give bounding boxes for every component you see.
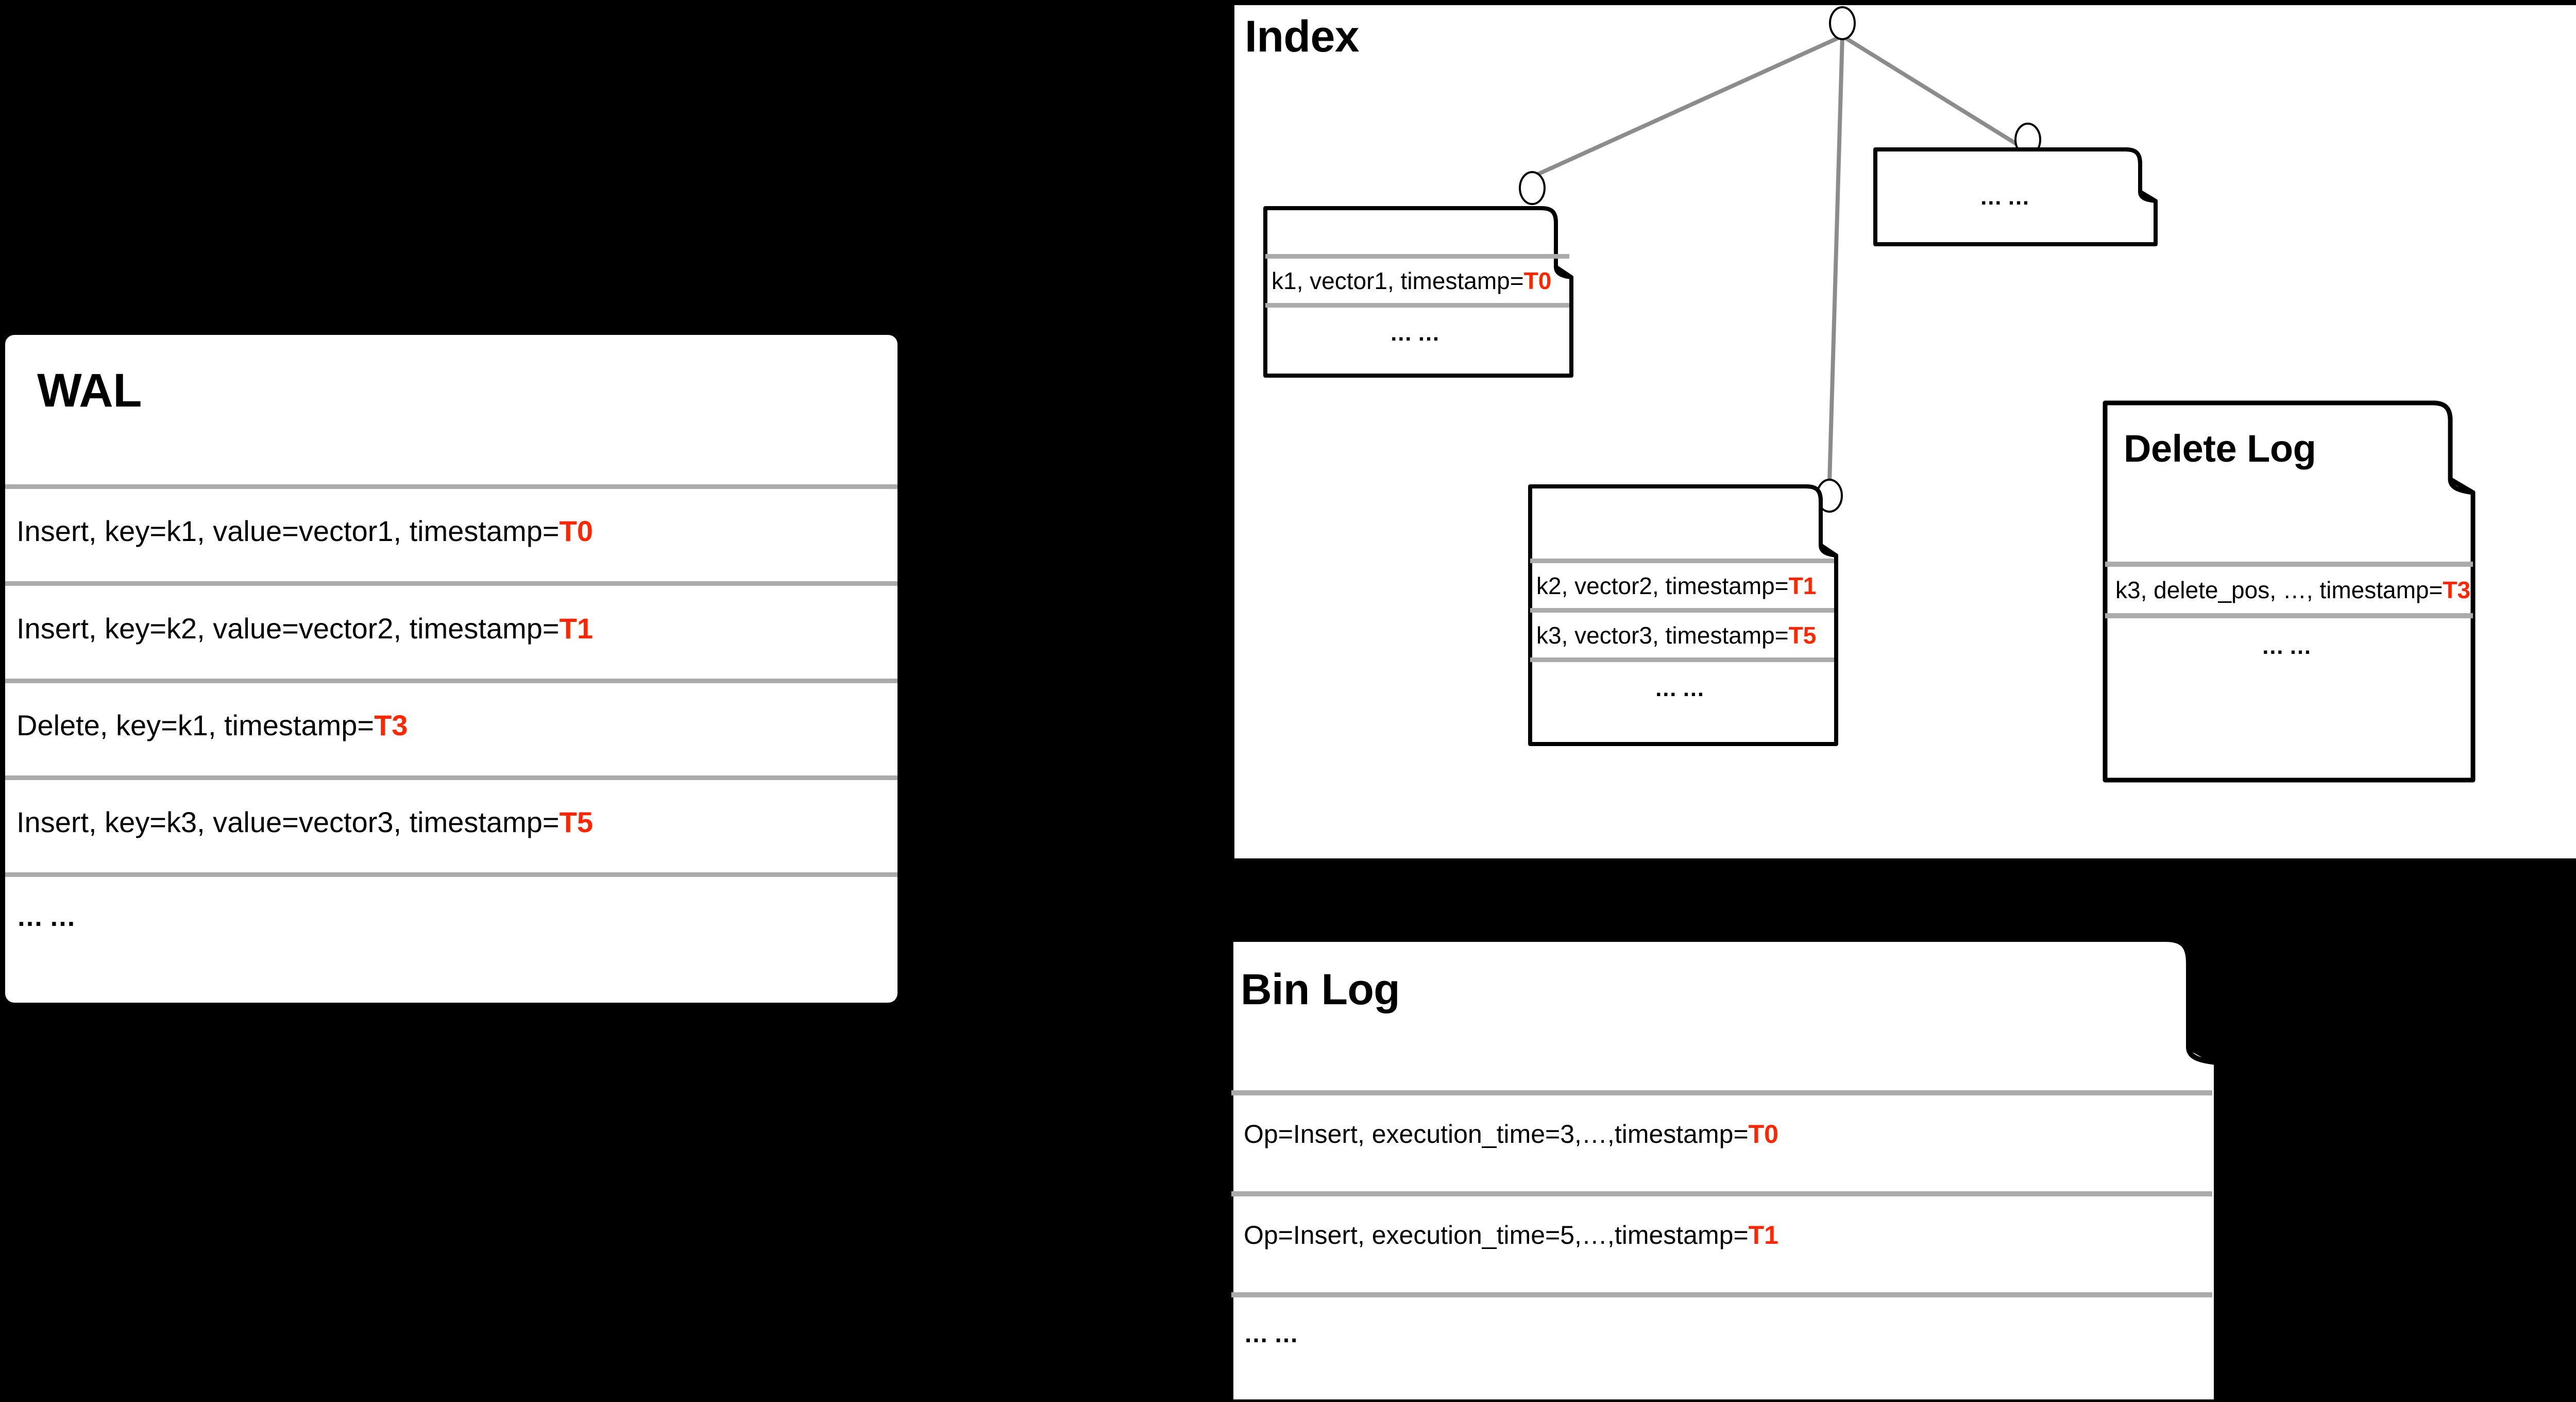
bin-log-row: Op=Insert, execution_time=5,…,timestamp=… — [1244, 1220, 1778, 1250]
wal-row-timestamp: T1 — [559, 612, 593, 645]
delete-log-row-separator — [2105, 562, 2473, 567]
leaf-row-label: k3, vector3, timestamp= — [1536, 622, 1789, 649]
wal-row-timestamp: T5 — [559, 806, 593, 838]
wal-row-separator — [5, 775, 897, 780]
tree-edge-right — [1841, 34, 2029, 153]
leaf-row-label: k2, vector2, timestamp= — [1536, 572, 1789, 599]
delete-log-row-separator — [2105, 613, 2473, 618]
leaf-row: k1, vector1, timestamp=T0 — [1272, 267, 1551, 295]
leaf-row-separator — [1530, 608, 1834, 613]
wal-row-label: Insert, key=k2, value=vector2, timestamp… — [16, 612, 560, 645]
wal-row-separator — [5, 872, 897, 877]
tree-edge-middle — [1827, 36, 1844, 482]
wal-row-label: Insert, key=k3, value=vector3, timestamp… — [16, 806, 560, 838]
leaf-row-label: k1, vector1, timestamp= — [1272, 267, 1524, 294]
delete-log-row-timestamp: T3 — [2443, 577, 2471, 603]
index-title: Index — [1245, 12, 1360, 61]
wal-panel: WAL Insert, key=k1, value=vector1, times… — [5, 335, 897, 1003]
bin-log-row-separator — [1231, 1090, 2212, 1095]
tree-node-left — [1519, 171, 1546, 205]
wal-row: Delete, key=k1, timestamp=T3 — [16, 708, 408, 742]
bin-log-panel: Bin Log Op=Insert, execution_time=3,…,ti… — [1228, 937, 2219, 1402]
leaf-row-ellipsis: …… — [1389, 320, 1445, 346]
bin-log-row-timestamp: T0 — [1748, 1120, 1778, 1148]
leaf-row-separator — [1265, 254, 1569, 259]
bin-log-row-label: Op=Insert, execution_time=3,…,timestamp= — [1244, 1120, 1749, 1148]
tree-edge-left — [1531, 34, 1843, 179]
delete-log-panel: Delete Log k3, delete_pos, …, timestamp=… — [2103, 400, 2476, 783]
leaf-row-separator — [1265, 303, 1569, 308]
wal-row: Insert, key=k2, value=vector2, timestamp… — [16, 612, 593, 645]
delete-log-row-label: k3, delete_pos, …, timestamp= — [2115, 577, 2443, 603]
index-leaf-ellipsis: …… — [1873, 147, 2158, 246]
tree-node-root — [1829, 6, 1856, 40]
index-leaf-k2-k3: k2, vector2, timestamp=T1 k3, vector3, t… — [1528, 484, 1838, 746]
wal-row-ellipsis: …… — [16, 902, 82, 932]
bin-log-row-label: Op=Insert, execution_time=5,…,timestamp= — [1244, 1221, 1749, 1249]
document-shape — [1263, 206, 1573, 378]
leaf-row-separator — [1530, 559, 1834, 563]
leaf-row: k3, vector3, timestamp=T5 — [1536, 621, 1816, 649]
wal-row: Insert, key=k1, value=vector1, timestamp… — [16, 514, 593, 548]
wal-row-label: Delete, key=k1, timestamp= — [16, 709, 375, 741]
wal-row-timestamp: T0 — [559, 515, 593, 547]
bin-log-row: Op=Insert, execution_time=3,…,timestamp=… — [1244, 1119, 1778, 1149]
delete-log-row: k3, delete_pos, …, timestamp=T3 — [2115, 576, 2470, 604]
wal-title: WAL — [37, 364, 142, 417]
wal-row-separator — [5, 484, 897, 489]
leaf-row-separator — [1530, 657, 1834, 662]
leaf-row: k2, vector2, timestamp=T1 — [1536, 572, 1816, 600]
delete-log-row-ellipsis: …… — [2261, 634, 2317, 659]
leaf-row-timestamp: T5 — [1788, 622, 1817, 649]
leaf-row-ellipsis: …… — [1979, 184, 2035, 210]
document-shape — [1873, 147, 2158, 246]
bin-log-row-timestamp: T1 — [1748, 1221, 1778, 1249]
bin-log-row-separator — [1231, 1191, 2212, 1196]
delete-log-title: Delete Log — [2124, 427, 2316, 470]
document-shape — [1528, 484, 1838, 746]
wal-row-label: Insert, key=k1, value=vector1, timestamp… — [16, 515, 560, 547]
bin-log-title: Bin Log — [1241, 965, 1400, 1014]
leaf-row-ellipsis: …… — [1654, 676, 1710, 701]
document-shape — [2103, 400, 2476, 783]
wal-row: Insert, key=k3, value=vector3, timestamp… — [16, 805, 593, 839]
bin-log-row-ellipsis: …… — [1244, 1321, 1304, 1348]
index-panel: Index k1, vect — [1234, 5, 2576, 858]
wal-row-timestamp: T3 — [374, 709, 408, 741]
wal-row-separator — [5, 679, 897, 683]
leaf-row-timestamp: T1 — [1788, 572, 1817, 599]
leaf-row-timestamp: T0 — [1523, 267, 1552, 294]
index-leaf-k1: k1, vector1, timestamp=T0 …… — [1263, 206, 1573, 378]
document-shape — [1228, 937, 2219, 1402]
bin-log-row-separator — [1231, 1292, 2212, 1297]
wal-row-separator — [5, 581, 897, 586]
